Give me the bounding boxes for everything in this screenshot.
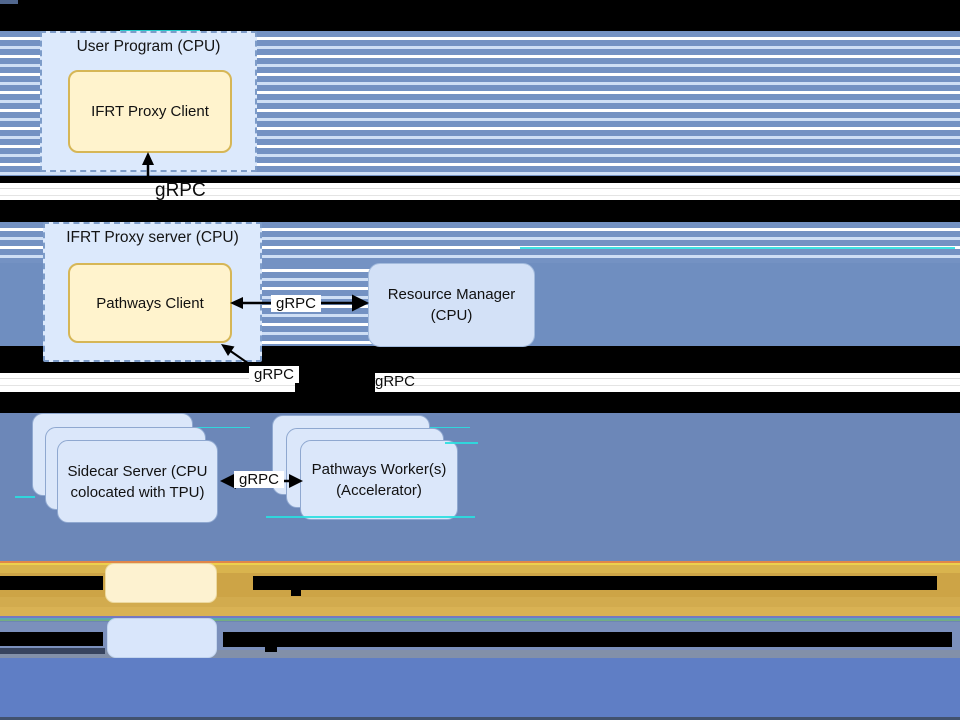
grpc-label-client-up: gRPC (155, 180, 206, 201)
sidecar-server-line2: colocated with TPU) (70, 483, 205, 501)
redacted-text-bar (0, 576, 103, 590)
ifrt-proxy-client-label: IFRT Proxy Client (91, 103, 209, 120)
pathways-workers-line1: Pathways Worker(s) (311, 461, 447, 478)
redacted-text-bar (291, 589, 301, 596)
grpc-label-rm-workers: gRPC (375, 373, 416, 390)
glitch-black-band-4 (0, 392, 960, 413)
pathways-workers-node: Pathways Worker(s) (Accelerator) (300, 440, 458, 520)
grpc-label-client-rm: gRPC (271, 295, 322, 312)
glitch-white-band-1 (0, 183, 960, 200)
user-program-title: User Program (CPU) (76, 38, 221, 55)
glitch-blue-band-bottom (0, 658, 960, 717)
resource-manager-line1: Resource Manager (387, 286, 516, 303)
ifrt-proxy-server-title: IFRT Proxy server (CPU) (66, 229, 239, 246)
redacted-text-bar (0, 632, 103, 646)
redacted-text-bar (223, 632, 952, 647)
ifrt-proxy-client-node: IFRT Proxy Client (68, 70, 232, 153)
glitch-cyan-line (445, 442, 478, 444)
glitch-gray-band (0, 650, 960, 658)
glitch-cyan-line (15, 496, 35, 498)
glitch-orange-line (0, 561, 960, 563)
glitch-cyan-line (266, 516, 475, 518)
glitch-white-band-2 (0, 373, 960, 392)
glitch-color-hairlines (0, 616, 960, 622)
sidecar-server-node: Sidecar Server (CPU colocated with TPU) (57, 440, 218, 523)
redacted-text-bar (253, 576, 937, 590)
glitch-cyan-line (190, 427, 250, 428)
grpc-label-sidecar-workers: gRPC (234, 471, 285, 488)
legend-swatch-blue (107, 618, 217, 658)
glitch-navy-strip (0, 648, 105, 654)
legend-swatch-yellow (105, 563, 217, 603)
glitch-black-band-2 (0, 200, 960, 222)
glitch-blue-sliver (0, 0, 18, 4)
pathways-workers-line2: (Accelerator) (336, 482, 422, 499)
redacted-text-bar (265, 645, 277, 652)
resource-manager-line2: (CPU) (430, 307, 473, 324)
glitch-cyan-line (397, 427, 470, 428)
grpc-label-client-sidecar: gRPC (249, 366, 300, 383)
glitch-black-segment (295, 373, 375, 392)
sidecar-server-line1: Sidecar Server (CPU (67, 462, 208, 480)
glitch-dark-bottom-line (0, 717, 960, 720)
glitch-cyan-line (520, 247, 955, 249)
resource-manager-node: Resource Manager (CPU) (368, 263, 535, 347)
glitch-black-band-1 (0, 176, 960, 183)
glitch-black-band-top (0, 0, 960, 31)
pathways-client-label: Pathways Client (96, 294, 204, 312)
pathways-client-node: Pathways Client (68, 263, 232, 343)
